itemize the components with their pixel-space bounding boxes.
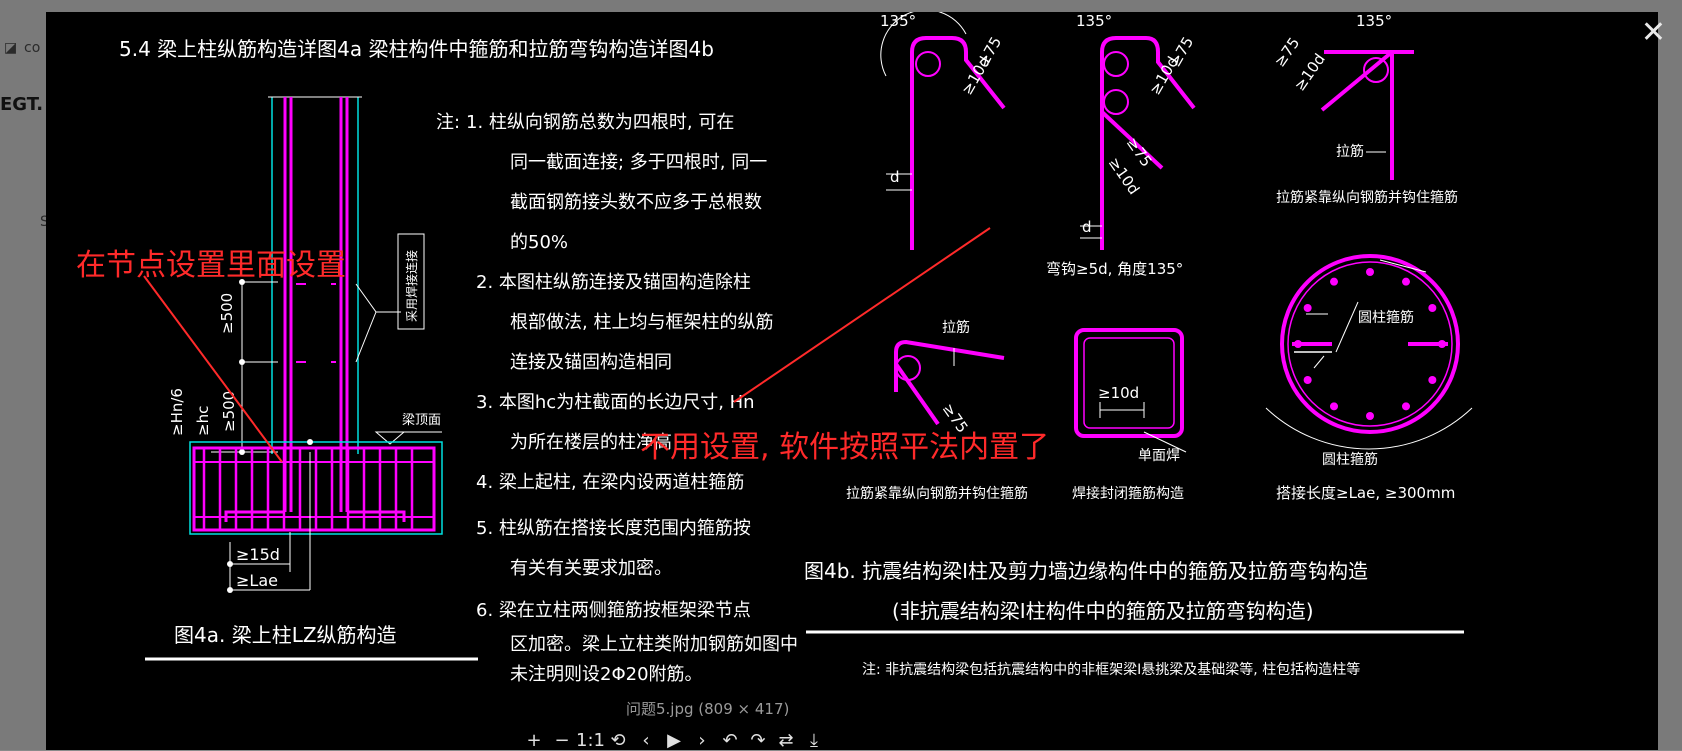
note-line: 根部做法, 柱上均与框架柱的纵筋 <box>510 312 773 333</box>
hook-length-label: ≥10d <box>1291 50 1329 94</box>
play-icon[interactable]: ▶ <box>667 730 681 751</box>
rotate-icon[interactable]: ⟲ <box>610 730 626 751</box>
fig4b-title: 图4b. 抗震结构梁I柱及剪力墙边缘构件中的箍筋及拉筋弯钩构造 <box>804 559 1368 583</box>
note-line: 3. 本图hc为柱截面的长边尺寸, Hn <box>476 392 755 413</box>
close-icon[interactable]: ✕ <box>1640 15 1666 50</box>
rebar-dot <box>1303 376 1312 384</box>
footer-note: 注: 非抗震结构梁包括抗震结构中的非框架梁I悬挑梁及基础梁等, 柱包括构造柱等 <box>862 661 1360 678</box>
annotation-node-settings: 在节点设置里面设置 <box>76 248 346 283</box>
weld-label: 单面焊 <box>1138 448 1180 464</box>
hook-note: 弯钩≥5d, 角度135° <box>1046 260 1183 278</box>
annotation-builtin: 不用设置, 软件按照平法内置了 <box>640 430 1050 465</box>
tie-caption: 拉筋紧靠纵向钢筋并钩住箍筋 <box>846 485 1028 502</box>
notes-block: 注: 1. 柱纵向钢筋总数为四根时, 可在 同一截面连接; 多于四根时, 同一 … <box>436 112 798 685</box>
note-line: 区加密。梁上立柱类附加钢筋如图中 <box>510 634 798 655</box>
note-line: 未注明则设2Φ20附筋。 <box>510 664 703 685</box>
note-line: 5. 柱纵筋在搭接长度范围内箍筋按 <box>476 518 751 539</box>
note-line: 为所在楼层的柱净高 <box>510 432 672 453</box>
redo-icon[interactable]: ↷ <box>750 730 766 751</box>
note-line: 有关有关要求加密。 <box>510 558 672 579</box>
dim-ge15d: ≥15d <box>236 545 280 564</box>
hook-length-label: ≥75 <box>1271 34 1304 70</box>
rebar-dot <box>1438 340 1446 348</box>
dim-hn6: ≥Hn/6 <box>168 388 186 436</box>
rebar-dot <box>1402 402 1410 411</box>
notes-head: 注: <box>436 112 460 133</box>
fig4b-subtitle: (非抗震结构梁I柱构件中的箍筋及拉筋弯钩构造) <box>892 599 1314 623</box>
hook-angle-label: 135° <box>880 12 916 30</box>
flip-icon[interactable]: ⇄ <box>778 730 794 751</box>
ring-label: 圆柱箍筋 <box>1322 451 1378 468</box>
fig4a-caption: 图4a. 梁上柱LZ纵筋构造 <box>174 623 397 647</box>
tie-label: 拉筋 <box>942 319 970 336</box>
dim-ge500: ≥500 <box>218 293 236 334</box>
prev-icon[interactable]: ‹ <box>642 730 650 751</box>
hook-angle-label: 135° <box>1356 12 1392 30</box>
zoom-out-icon[interactable]: − <box>554 730 570 751</box>
zoom-in-icon[interactable]: + <box>526 730 542 751</box>
rebar-dot <box>1366 412 1374 420</box>
tie-label: 拉筋 <box>1336 143 1364 160</box>
cad-drawing: 5.4 梁上柱纵筋构造详图4a 梁柱构件中箍筋和拉筋弯钩构造详图4b <box>119 12 1473 685</box>
hook-details <box>143 12 1473 634</box>
rebar-dot <box>1428 304 1437 312</box>
dim-lae: ≥Lae <box>236 571 278 590</box>
undo-icon[interactable]: ↶ <box>722 730 738 751</box>
closed-stirrup-caption: 焊接封闭箍筋构造 <box>1072 485 1184 502</box>
drawing-title: 5.4 梁上柱纵筋构造详图4a 梁柱构件中箍筋和拉筋弯钩构造详图4b <box>119 37 714 61</box>
stirrup-dim-label: ≥10d <box>1098 384 1139 402</box>
lap-label: 搭接长度≥Lae, ≥300mm <box>1276 484 1455 502</box>
note-line: 连接及锚固构造相同 <box>510 352 672 373</box>
rebar-dot <box>1303 304 1312 312</box>
note-line: 4. 梁上起柱, 在梁内设两道柱箍筋 <box>476 472 744 493</box>
note-line: 截面钢筋接头数不应多于总根数 <box>510 192 762 213</box>
note-line: 2. 本图柱纵筋连接及锚固构造除柱 <box>476 272 751 293</box>
hook-length-label: ≥10d <box>1146 53 1182 98</box>
note-line: 1. 柱纵向钢筋总数为四根时, 可在 <box>466 112 734 133</box>
column-on-beam-detail <box>145 96 478 661</box>
note-line: 同一截面连接; 多于四根时, 同一 <box>510 152 767 173</box>
dim-ge500b: ≥500 <box>220 391 238 432</box>
vertical-note: 采用焊接连接 <box>404 250 419 322</box>
rebar-dot <box>1428 376 1437 384</box>
rebar-dot <box>1294 340 1302 348</box>
hook-angle-label: 135° <box>1076 12 1112 30</box>
circle-stirrup-label: 圆柱箍筋 <box>1358 309 1414 326</box>
viewer-toolbar: +−1:1⟲ ‹ ▶ › ↶ ↷ ⇄ ⤓ <box>520 730 828 751</box>
rebar-dot <box>1330 402 1338 411</box>
rebar-dot <box>1402 277 1410 286</box>
bar-dia-label: d <box>1082 218 1092 236</box>
bar-dia-label: d <box>890 168 900 186</box>
rebar-dot <box>1330 277 1338 286</box>
actual-size-icon[interactable]: 1:1 <box>576 730 605 751</box>
beam-top-label: 梁顶面 <box>402 413 441 428</box>
note-line: 6. 梁在立柱两侧箍筋按框架梁节点 <box>476 600 751 621</box>
note-line: 的50% <box>510 232 568 253</box>
dim-hc: ≥hc <box>194 406 212 436</box>
next-icon[interactable]: › <box>698 730 706 751</box>
image-caption: 问题5.jpg (809 × 417) <box>626 700 790 718</box>
rebar-dot <box>1366 268 1374 276</box>
cad-image: 5.4 梁上柱纵筋构造详图4a 梁柱构件中箍筋和拉筋弯钩构造详图4b <box>46 12 1658 750</box>
tie-caption: 拉筋紧靠纵向钢筋并钩住箍筋 <box>1276 189 1458 206</box>
download-icon[interactable]: ⤓ <box>810 730 818 751</box>
